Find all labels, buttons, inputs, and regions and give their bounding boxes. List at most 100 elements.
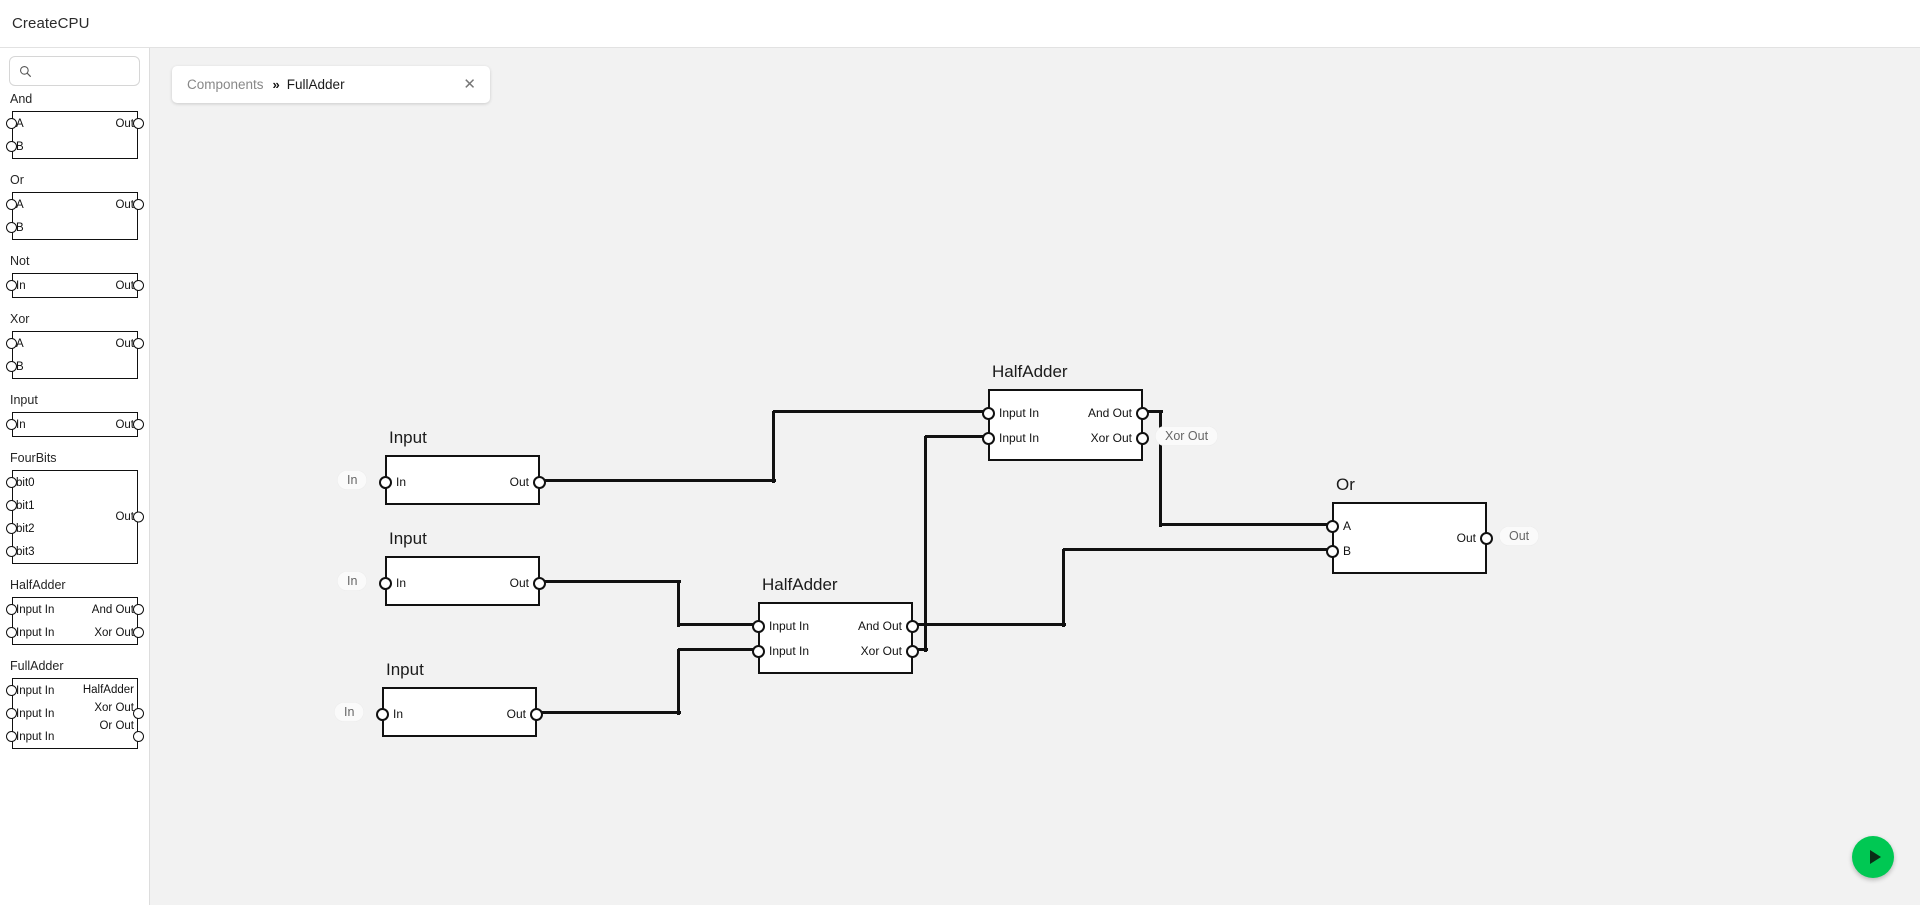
input-pin-icon[interactable] xyxy=(6,708,17,719)
wire-segment[interactable] xyxy=(540,478,776,482)
output-pin-icon[interactable] xyxy=(133,708,144,719)
search-box[interactable] xyxy=(9,56,149,86)
input-pin-icon[interactable] xyxy=(982,431,995,445)
input-pin-icon[interactable] xyxy=(6,604,17,615)
output-pin-icon[interactable] xyxy=(906,619,919,633)
output-pin-icon[interactable] xyxy=(1480,531,1493,545)
pin-name-pill[interactable]: Xor Out xyxy=(1155,426,1219,446)
input-pin-icon[interactable] xyxy=(6,685,17,696)
input-pin-icon[interactable] xyxy=(376,707,389,721)
input-pin-icon[interactable] xyxy=(6,546,17,557)
wire-segment[interactable] xyxy=(678,622,761,626)
output-pin-icon[interactable] xyxy=(530,707,543,721)
output-pin-icon[interactable] xyxy=(1136,431,1149,445)
input-pin-icon[interactable] xyxy=(6,199,17,210)
pin-name-pill[interactable]: In xyxy=(334,702,365,722)
wire-segment[interactable] xyxy=(771,411,775,483)
output-pin-icon[interactable] xyxy=(133,280,144,291)
input-pin-icon[interactable] xyxy=(6,118,17,129)
output-pin-icon[interactable] xyxy=(1136,406,1149,420)
output-pin-icon[interactable] xyxy=(533,475,546,489)
output-pin-icon[interactable] xyxy=(133,118,144,129)
input-pin-icon[interactable] xyxy=(6,361,17,372)
wire-segment[interactable] xyxy=(1160,522,1335,526)
run-button[interactable] xyxy=(1852,836,1894,878)
close-icon[interactable]: ✕ xyxy=(463,76,476,93)
tab-fulladder[interactable]: Components » FullAdder ✕ xyxy=(172,66,490,103)
output-pin-icon[interactable] xyxy=(533,576,546,590)
output-pin-icon[interactable] xyxy=(133,199,144,210)
input-pin-icon[interactable] xyxy=(6,523,17,534)
wire-segment[interactable] xyxy=(913,622,1066,626)
wire-segment[interactable] xyxy=(678,647,761,651)
wire-segment[interactable] xyxy=(1143,409,1163,413)
wire-segment[interactable] xyxy=(925,434,991,438)
pin-name-pill[interactable]: In xyxy=(337,470,368,490)
wire-segment[interactable] xyxy=(540,579,681,583)
input-pin-icon[interactable] xyxy=(6,627,17,638)
input-pin-icon[interactable] xyxy=(752,619,765,633)
output-pin-icon[interactable] xyxy=(133,419,144,430)
input-pin-icon[interactable] xyxy=(379,576,392,590)
output-pin-icon[interactable] xyxy=(133,627,144,638)
input-pin-icon[interactable] xyxy=(752,644,765,658)
wire-segment[interactable] xyxy=(1158,411,1162,527)
input-pin-icon[interactable] xyxy=(6,731,17,742)
input-pin-icon[interactable] xyxy=(6,500,17,511)
wire-segment[interactable] xyxy=(913,647,928,651)
output-pin-icon[interactable] xyxy=(133,731,144,742)
input-pin-icon[interactable] xyxy=(6,222,17,233)
output-pin-icon[interactable] xyxy=(906,644,919,658)
wire-segment[interactable] xyxy=(773,409,991,413)
wire-segment[interactable] xyxy=(676,649,680,715)
search-input[interactable] xyxy=(32,58,149,84)
wire-segment[interactable] xyxy=(537,710,681,714)
input-pin-icon[interactable] xyxy=(6,141,17,152)
pin-name-pill[interactable]: Out xyxy=(1499,526,1540,546)
pin-name-pill[interactable]: In xyxy=(337,571,368,591)
input-pin-icon[interactable] xyxy=(6,419,17,430)
output-pin-icon[interactable] xyxy=(133,604,144,615)
wire-segment[interactable] xyxy=(676,581,680,627)
input-pin-icon[interactable] xyxy=(1326,544,1339,558)
input-pin-icon[interactable] xyxy=(6,338,17,349)
breadcrumb-root[interactable]: Components xyxy=(187,77,264,92)
wire-segment[interactable] xyxy=(1063,547,1335,551)
input-pin-icon[interactable] xyxy=(379,475,392,489)
input-pin-icon[interactable] xyxy=(6,280,17,291)
input-pin-icon[interactable] xyxy=(982,406,995,420)
output-pin-icon[interactable] xyxy=(133,511,144,523)
wire-segment[interactable] xyxy=(923,436,927,652)
wire-segment[interactable] xyxy=(1061,549,1065,627)
input-pin-icon[interactable] xyxy=(6,477,17,488)
output-pin-icon[interactable] xyxy=(133,338,144,349)
